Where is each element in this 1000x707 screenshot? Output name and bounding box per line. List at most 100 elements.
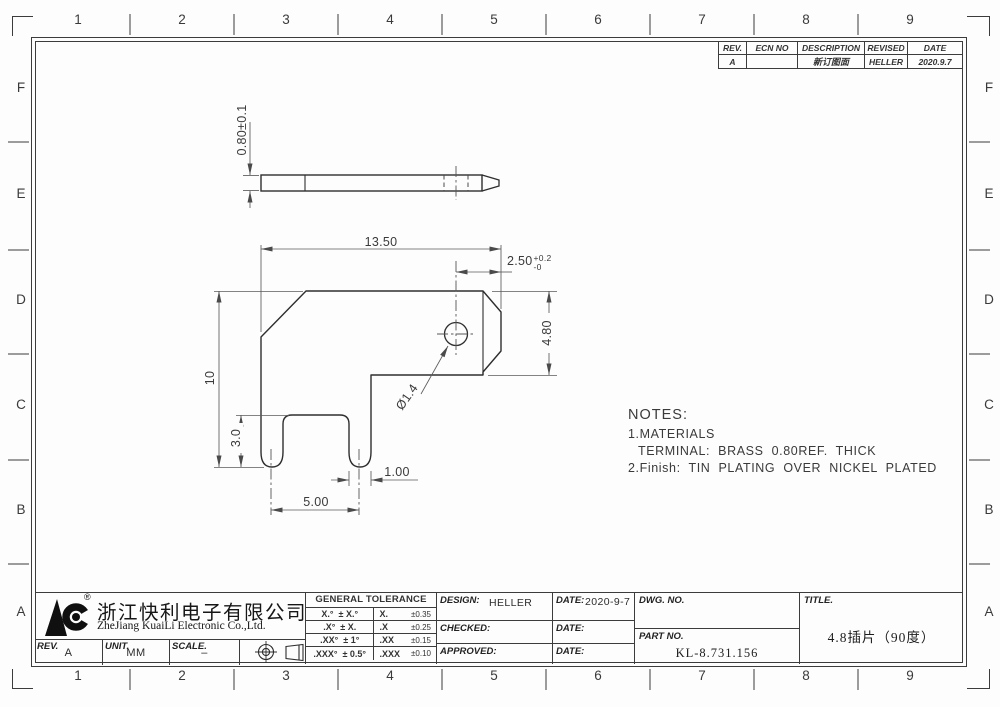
note-line: 1.MATERIALS bbox=[628, 427, 715, 441]
zone-col-top-4: 4 bbox=[386, 12, 394, 27]
zone-col-bottom-3: 3 bbox=[282, 668, 290, 683]
company-logo bbox=[45, 599, 100, 636]
dim-thickness: 0.80±0.1 bbox=[235, 104, 249, 156]
title-block: ® 浙江快利电子有限公司 ZheJiang KuaiLi Electronic … bbox=[35, 592, 963, 665]
company-name-cn: 浙江快利电子有限公司 bbox=[97, 603, 308, 624]
scale-label: SCALE. bbox=[172, 641, 207, 652]
note-line: TERMINAL: BRASS 0.80REF. THICK bbox=[638, 444, 877, 458]
dim-overall-width: 13.50 bbox=[364, 235, 398, 249]
zone-col-top-2: 2 bbox=[178, 12, 186, 27]
design-value: HELLER bbox=[489, 597, 533, 609]
checked-row: CHECKED: DATE: bbox=[437, 621, 634, 644]
side-view bbox=[243, 122, 500, 208]
approved-label: APPROVED: bbox=[440, 646, 497, 657]
tol-b: ± 0.5° bbox=[342, 648, 367, 659]
front-view bbox=[214, 245, 557, 515]
registered-trademark-icon: ® bbox=[84, 592, 91, 602]
zone-row-right-C: C bbox=[984, 397, 994, 412]
tol-d: ±0.15 bbox=[411, 635, 431, 645]
title-cell: TITLE. 4.8插片（90度） bbox=[800, 593, 963, 664]
zone-row-right-D: D bbox=[984, 292, 994, 307]
dwg-no-label: DWG. NO. bbox=[639, 595, 685, 606]
tol-b: ± X. bbox=[340, 622, 357, 632]
rev-value: A bbox=[64, 647, 73, 659]
tol-c: X. bbox=[379, 609, 388, 619]
rev-value-ecn bbox=[747, 55, 798, 68]
zone-col-bottom-1: 1 bbox=[74, 668, 82, 683]
design-date-value: 2020-9-7 bbox=[585, 596, 631, 608]
zone-row-left-F: F bbox=[16, 80, 26, 95]
zone-col-top-9: 9 bbox=[906, 12, 914, 27]
sheet-border bbox=[8, 14, 990, 690]
dim-tab-offset: 2.50 +0.2 -0 bbox=[507, 254, 552, 271]
zone-row-right-A: A bbox=[984, 604, 994, 619]
dwg-no-cell: DWG. NO. bbox=[635, 593, 799, 629]
zone-row-left-E: E bbox=[16, 186, 26, 201]
title-label: TITLE. bbox=[804, 595, 834, 606]
tol-a: .X° bbox=[323, 622, 336, 632]
checked-date-label: DATE: bbox=[556, 623, 585, 634]
tolerance-row: .XXX° ± 0.5° .XXX ±0.10 bbox=[306, 647, 436, 660]
tol-a: .XXX° bbox=[313, 648, 338, 659]
tol-b: ± X.° bbox=[338, 609, 359, 619]
rev-cell: REV. A bbox=[35, 640, 103, 665]
company-cell: ® 浙江快利电子有限公司 ZheJiang KuaiLi Electronic … bbox=[35, 592, 308, 639]
zone-row-left-C: C bbox=[16, 397, 26, 412]
rev-value-rev: A bbox=[719, 55, 747, 68]
part-no-label: PART NO. bbox=[639, 631, 684, 642]
dim-leg-width: 1.00 bbox=[384, 465, 410, 479]
zone-col-bottom-2: 2 bbox=[178, 668, 186, 683]
zone-col-bottom-4: 4 bbox=[386, 668, 394, 683]
zone-col-bottom-7: 7 bbox=[698, 668, 706, 683]
approved-row: APPROVED: DATE: bbox=[437, 644, 634, 664]
tolerance-row: .XX°± 1° .XX±0.15 bbox=[306, 634, 436, 647]
tol-d: ±0.35 bbox=[411, 609, 431, 619]
part-no-value: KL-8.731.156 bbox=[675, 646, 759, 660]
general-tolerance-table: GENERAL TOLERANCE X.° ± X.° X. ±0.35 .X° ± … bbox=[305, 593, 437, 664]
zone-col-top-6: 6 bbox=[594, 12, 602, 27]
zone-col-bottom-6: 6 bbox=[594, 668, 602, 683]
zone-row-left-B: B bbox=[16, 502, 26, 517]
tol-a: .XX° bbox=[320, 635, 339, 645]
rev-header-revised: REVISED bbox=[865, 42, 908, 55]
dim-tab-offset-tolerance: +0.2 -0 bbox=[534, 254, 552, 271]
tolerance-row: .X°± X. .X±0.25 bbox=[306, 621, 436, 634]
checked-date-cell: DATE: bbox=[552, 621, 636, 643]
rev-label: REV. bbox=[37, 641, 59, 652]
dim-tab-offset-nominal: 2.50 bbox=[507, 254, 533, 268]
tol-d: ±0.10 bbox=[411, 649, 431, 658]
design-date-label: DATE: bbox=[556, 595, 585, 606]
dim-tab-offset-upper: +0.2 bbox=[533, 253, 552, 263]
unit-value: MM bbox=[126, 647, 146, 659]
unit-cell: UNIT. MM bbox=[103, 640, 170, 665]
zone-col-top-5: 5 bbox=[490, 12, 498, 27]
dwg-part-no-block: DWG. NO. PART NO. KL-8.731.156 bbox=[635, 593, 800, 664]
zone-col-bottom-9: 9 bbox=[906, 668, 914, 683]
dim-leg-length: 3.0 bbox=[229, 423, 243, 453]
rev-header-ecn: ECN NO bbox=[747, 42, 798, 55]
tol-a: X.° bbox=[321, 609, 334, 619]
approved-date-cell: DATE: bbox=[552, 644, 636, 664]
scale-value: – bbox=[201, 647, 208, 659]
dim-overall-height: 10 bbox=[203, 370, 217, 386]
rev-value-description: 新订图面 bbox=[798, 55, 865, 68]
zone-col-top-7: 7 bbox=[698, 12, 706, 27]
zone-col-top-3: 3 bbox=[282, 12, 290, 27]
design-row: DESIGN: HELLER DATE: 2020-9-7 bbox=[437, 593, 634, 621]
zone-row-right-F: F bbox=[984, 80, 994, 95]
zone-col-bottom-8: 8 bbox=[802, 668, 810, 683]
projection-symbol-cell bbox=[240, 640, 305, 665]
design-date-cell: DATE: 2020-9-7 bbox=[552, 593, 636, 620]
scale-cell: SCALE. – bbox=[170, 640, 240, 665]
dim-tab-height: 4.80 bbox=[540, 313, 554, 353]
part-no-cell: PART NO. KL-8.731.156 bbox=[635, 629, 799, 664]
zone-row-right-B: B bbox=[984, 502, 994, 517]
tol-c: .XXX bbox=[379, 648, 400, 659]
tolerance-title: GENERAL TOLERANCE bbox=[306, 593, 436, 608]
zone-row-left-D: D bbox=[16, 292, 26, 307]
zone-row-left-A: A bbox=[16, 604, 26, 619]
projection-symbol-icon bbox=[255, 641, 304, 663]
note-line: 2.Finish: TIN PLATING OVER NICKEL PLATED bbox=[628, 461, 937, 475]
drawing-title: 4.8插片（90度） bbox=[827, 630, 936, 645]
rev-header-rev: REV. bbox=[719, 42, 747, 55]
